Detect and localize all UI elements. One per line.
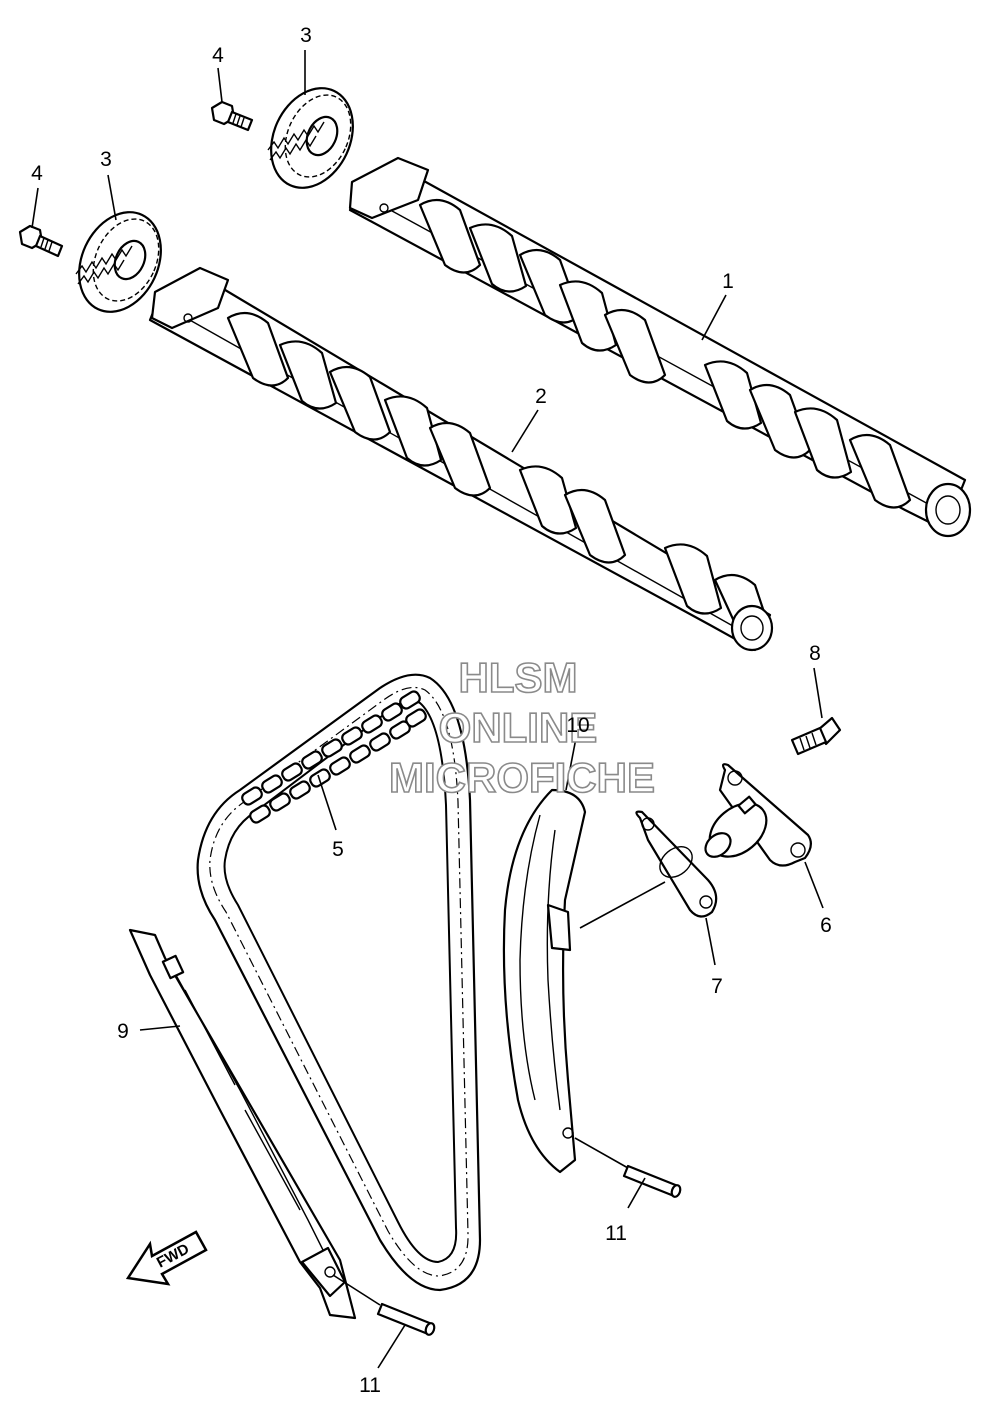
tensioner-gasket <box>635 810 718 918</box>
callout-8: 8 <box>809 642 821 665</box>
timing-chain <box>196 673 482 1292</box>
callout-11-right: 11 <box>605 1222 627 1245</box>
callout-10: 10 <box>566 714 589 737</box>
chain-tensioner <box>704 763 812 867</box>
chain-links <box>241 690 427 824</box>
camshaft-2 <box>148 266 774 652</box>
cam-sprocket-lower <box>75 211 162 313</box>
dowel-pin-right <box>622 1164 682 1198</box>
callout-9: 9 <box>117 1020 129 1043</box>
chain-guide <box>128 928 357 1320</box>
callout-3-lower: 3 <box>100 148 112 171</box>
callout-5: 5 <box>332 838 344 861</box>
callout-11-left: 11 <box>359 1374 381 1397</box>
dowel-pin-left <box>376 1302 436 1336</box>
callout-1: 1 <box>722 270 734 293</box>
camshaft-1 <box>348 156 972 538</box>
bolt-lower <box>18 224 64 258</box>
watermark-line-2: ONLINE <box>439 704 598 751</box>
callout-labels: 4 3 4 3 1 2 5 8 6 7 10 9 11 11 <box>31 24 832 1397</box>
watermark-line-3: MICROFICHE <box>389 754 655 801</box>
callout-3-upper: 3 <box>300 24 312 47</box>
callout-6: 6 <box>820 914 832 937</box>
tensioner-bolt <box>790 716 842 756</box>
callout-4-lower: 4 <box>31 162 43 185</box>
watermark: HLSM ONLINE MICROFICHE <box>388 653 656 802</box>
cam-sprocket-upper <box>267 87 354 189</box>
forward-direction-arrow: FWD <box>125 1230 208 1286</box>
leader-lines <box>31 50 824 1369</box>
callout-2: 2 <box>535 385 547 408</box>
callout-4-upper: 4 <box>212 44 224 67</box>
bolt-upper <box>210 100 254 132</box>
watermark-line-1: HLSM <box>459 654 578 701</box>
chain-tensioner-arm <box>502 788 587 1174</box>
callout-7: 7 <box>711 975 723 998</box>
